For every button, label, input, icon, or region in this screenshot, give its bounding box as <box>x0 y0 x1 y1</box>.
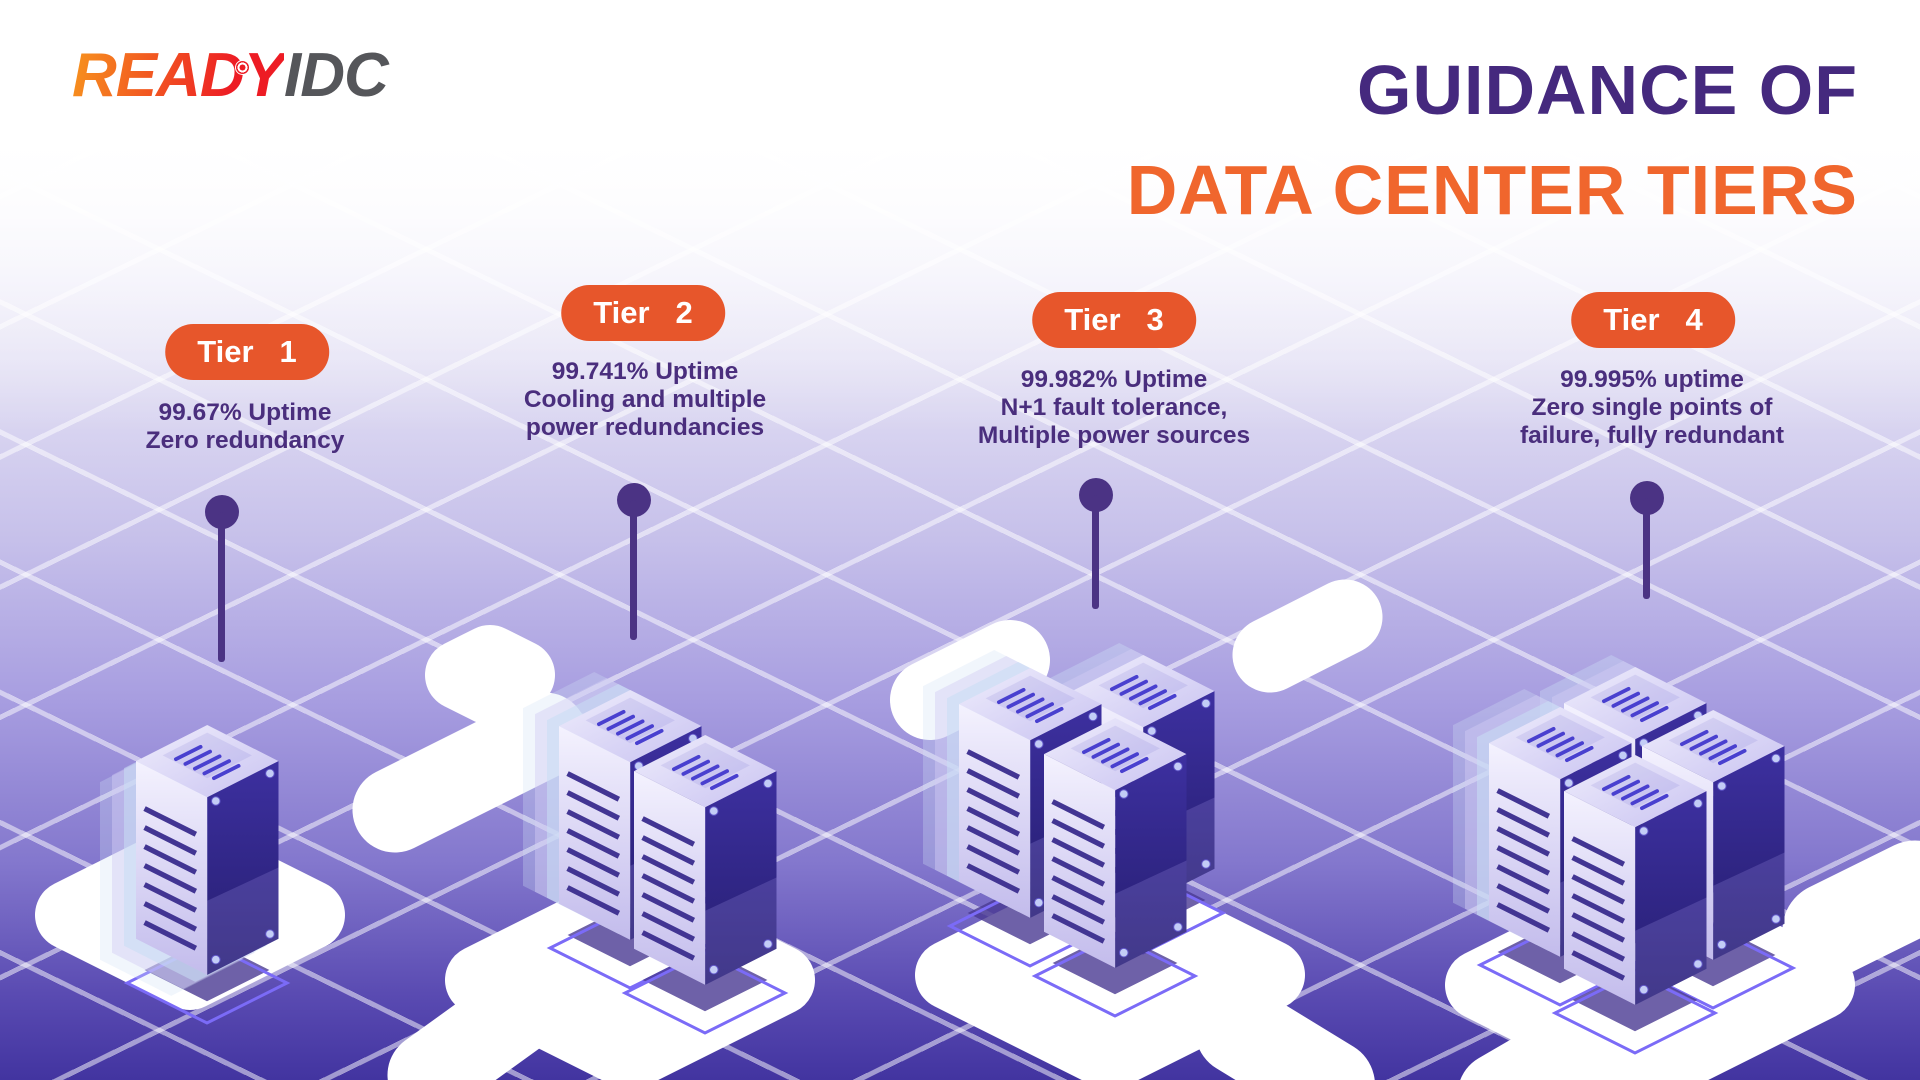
tier-3-badge-number: 3 <box>1146 302 1164 337</box>
tier-3-illustration <box>890 579 1383 1080</box>
tier-2-pin-line <box>630 500 637 640</box>
tier-4-badge-number: 4 <box>1685 302 1703 337</box>
tier-4-badge-label: Tier <box>1603 302 1660 337</box>
tier-1-description: 99.67% Uptime Zero redundancy <box>146 399 345 455</box>
tier-2-description: 99.741% Uptime Cooling and multiple powe… <box>524 358 766 442</box>
tier-2-desc-line: 99.741% Uptime <box>551 358 739 385</box>
tier-4-desc-line: Zero single points of <box>1531 394 1773 421</box>
tier-1-badge: Tier 1 <box>165 324 329 380</box>
logo-aperture-icon <box>235 60 250 75</box>
tier-4-badge: Tier 4 <box>1571 292 1735 348</box>
brand-logo: READYIDC <box>72 40 389 111</box>
tier-3-badge: Tier 3 <box>1032 292 1196 348</box>
tier-3-description: 99.982% Uptime N+1 fault tolerance, Mult… <box>978 366 1250 450</box>
tier-4-illustration <box>1445 655 1920 1080</box>
brand-logo-idc: IDC <box>284 41 389 110</box>
tier-1-badge-label: Tier <box>197 334 254 369</box>
tier-2-desc-line: power redundancies <box>525 414 765 441</box>
tier-2-badge-label: Tier <box>593 295 650 330</box>
brand-logo-ready: READY <box>72 41 285 110</box>
page-title-line2: DATA CENTER TIERS <box>1126 151 1858 229</box>
tier-2-badge-number: 2 <box>675 295 693 330</box>
page-title-line1: GUIDANCE OF <box>1357 51 1858 129</box>
tier-1-illustration <box>35 692 588 1025</box>
tier-1-pin-line <box>218 512 225 662</box>
tier-4-description: 99.995% uptime Zero single points of fai… <box>1520 366 1784 450</box>
tier-3-badge-label: Tier <box>1064 302 1121 337</box>
tier-3-desc-line: N+1 fault tolerance, <box>1000 394 1228 421</box>
tier-4-pin-line <box>1643 498 1650 599</box>
tier-4-desc-line: failure, fully redundant <box>1519 422 1785 449</box>
tier-3-desc-line: Multiple power sources <box>977 422 1251 449</box>
tier-1-desc-line: 99.67% Uptime <box>158 399 332 426</box>
tier-2-desc-line: Cooling and multiple <box>523 386 767 413</box>
tier-3-pin-line <box>1092 495 1099 609</box>
tier-1-desc-line: Zero redundancy <box>145 427 345 454</box>
tier-1-badge-number: 1 <box>279 334 297 369</box>
tier-2-badge: Tier 2 <box>561 285 725 341</box>
tier-2-illustration <box>387 625 815 1080</box>
tier-4-desc-line: 99.995% uptime <box>1560 366 1744 393</box>
tier-3-desc-line: 99.982% Uptime <box>1020 366 1208 393</box>
